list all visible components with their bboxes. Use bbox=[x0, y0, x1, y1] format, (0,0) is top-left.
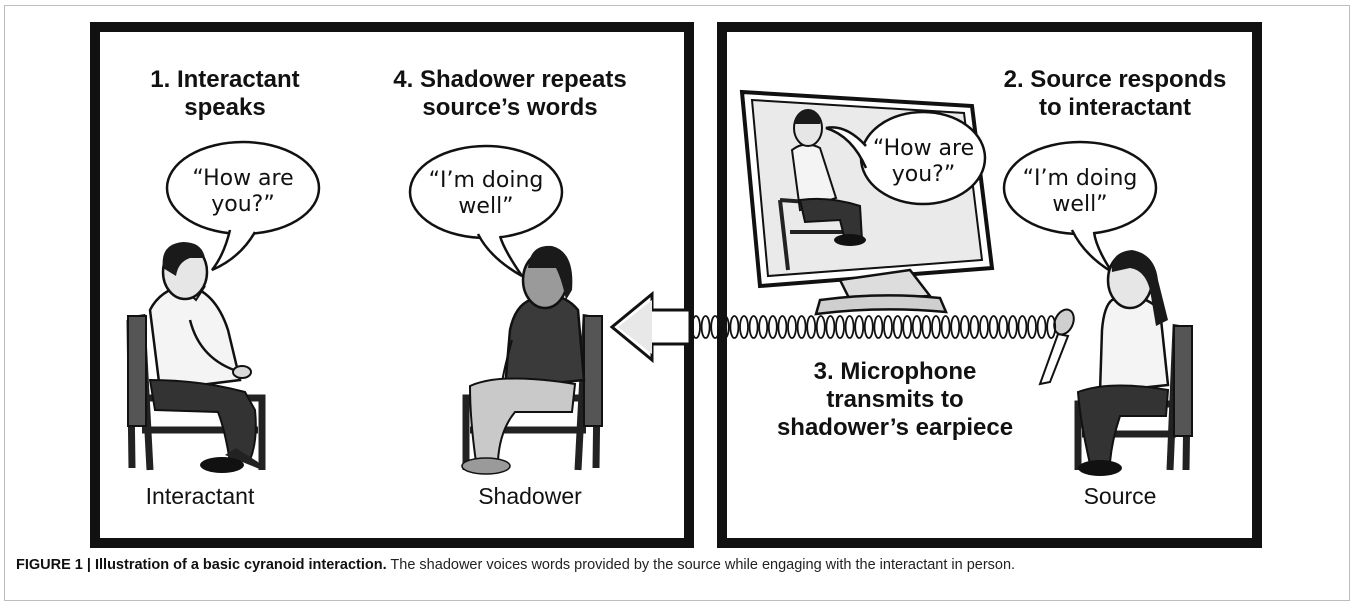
coil-loop bbox=[767, 315, 778, 339]
coil-loop bbox=[1036, 315, 1047, 339]
coil-loop bbox=[902, 315, 913, 339]
coil-loop bbox=[950, 315, 961, 339]
source-label: Source bbox=[1083, 483, 1157, 509]
figure-frame bbox=[4, 5, 1350, 601]
coil-loop bbox=[921, 315, 932, 339]
coil-loop bbox=[710, 315, 721, 339]
screen-bubble-text: “How are you?” bbox=[872, 136, 975, 187]
coil-loops bbox=[691, 315, 1057, 339]
coil-loop bbox=[844, 315, 855, 339]
coil-loop bbox=[854, 315, 865, 339]
coil-loop bbox=[796, 315, 807, 339]
coil-loop bbox=[892, 315, 903, 339]
transmit-arrow-icon bbox=[609, 290, 692, 364]
coil-loop bbox=[1046, 315, 1057, 339]
interactant-label: Interactant bbox=[145, 483, 255, 509]
coil-loop bbox=[825, 315, 836, 339]
source-bubble bbox=[1002, 140, 1158, 274]
step-4-heading: 4. Shadower repeats source’s words bbox=[393, 66, 627, 121]
coil-loop bbox=[959, 315, 970, 339]
coil-loop bbox=[931, 315, 941, 339]
caption-text: The shadower voices words provided by th… bbox=[386, 557, 1016, 573]
interactant-bubble-text: “How are you?” bbox=[192, 166, 294, 217]
coil-loop bbox=[719, 315, 730, 339]
coil-loop bbox=[1007, 315, 1018, 339]
coil-loop bbox=[863, 315, 874, 339]
coil-loop bbox=[835, 315, 845, 339]
shadower-figure bbox=[461, 245, 603, 475]
coil-loop bbox=[998, 315, 1009, 339]
coil-loop bbox=[873, 315, 884, 339]
coil-loop bbox=[969, 315, 980, 339]
coil-loop bbox=[700, 315, 711, 339]
coil-loop bbox=[777, 315, 788, 339]
coil-loop bbox=[691, 315, 701, 339]
coil-loop bbox=[940, 315, 951, 339]
coil-loop bbox=[979, 315, 989, 339]
coil-loop bbox=[1027, 315, 1037, 339]
coil-loop bbox=[787, 315, 797, 339]
source-figure bbox=[1074, 250, 1193, 476]
screen-bubble bbox=[825, 110, 987, 206]
coil-loop bbox=[729, 315, 740, 339]
coil-loop bbox=[988, 315, 999, 339]
microphone-icon bbox=[1038, 308, 1075, 386]
step-3-heading: 3. Microphone transmits to shadower’s ea… bbox=[776, 358, 1014, 441]
interactant-bubble bbox=[165, 140, 321, 272]
coil-loop bbox=[806, 315, 817, 339]
coil-loop bbox=[739, 315, 749, 339]
figure-caption: FIGURE 1 | Illustration of a basic cyran… bbox=[16, 555, 1346, 575]
step-2-heading: 2. Source responds to interactant bbox=[1003, 66, 1227, 121]
coil-loop bbox=[748, 315, 759, 339]
coil-loop bbox=[911, 315, 922, 339]
coil-loop bbox=[758, 315, 769, 339]
coil-loop bbox=[1017, 315, 1028, 339]
step-1-heading: 1. Interactant speaks bbox=[150, 66, 300, 121]
coil-loop bbox=[883, 315, 893, 339]
shadower-bubble-text: “I’m doing well” bbox=[428, 168, 544, 219]
source-bubble-text: “I’m doing well” bbox=[1022, 166, 1138, 217]
coil-loop bbox=[815, 315, 826, 339]
shadower-bubble bbox=[408, 144, 564, 278]
shadower-label: Shadower bbox=[478, 483, 582, 509]
caption-title: FIGURE 1 | Illustration of a basic cyran… bbox=[16, 557, 387, 573]
interactant-figure bbox=[126, 242, 266, 473]
